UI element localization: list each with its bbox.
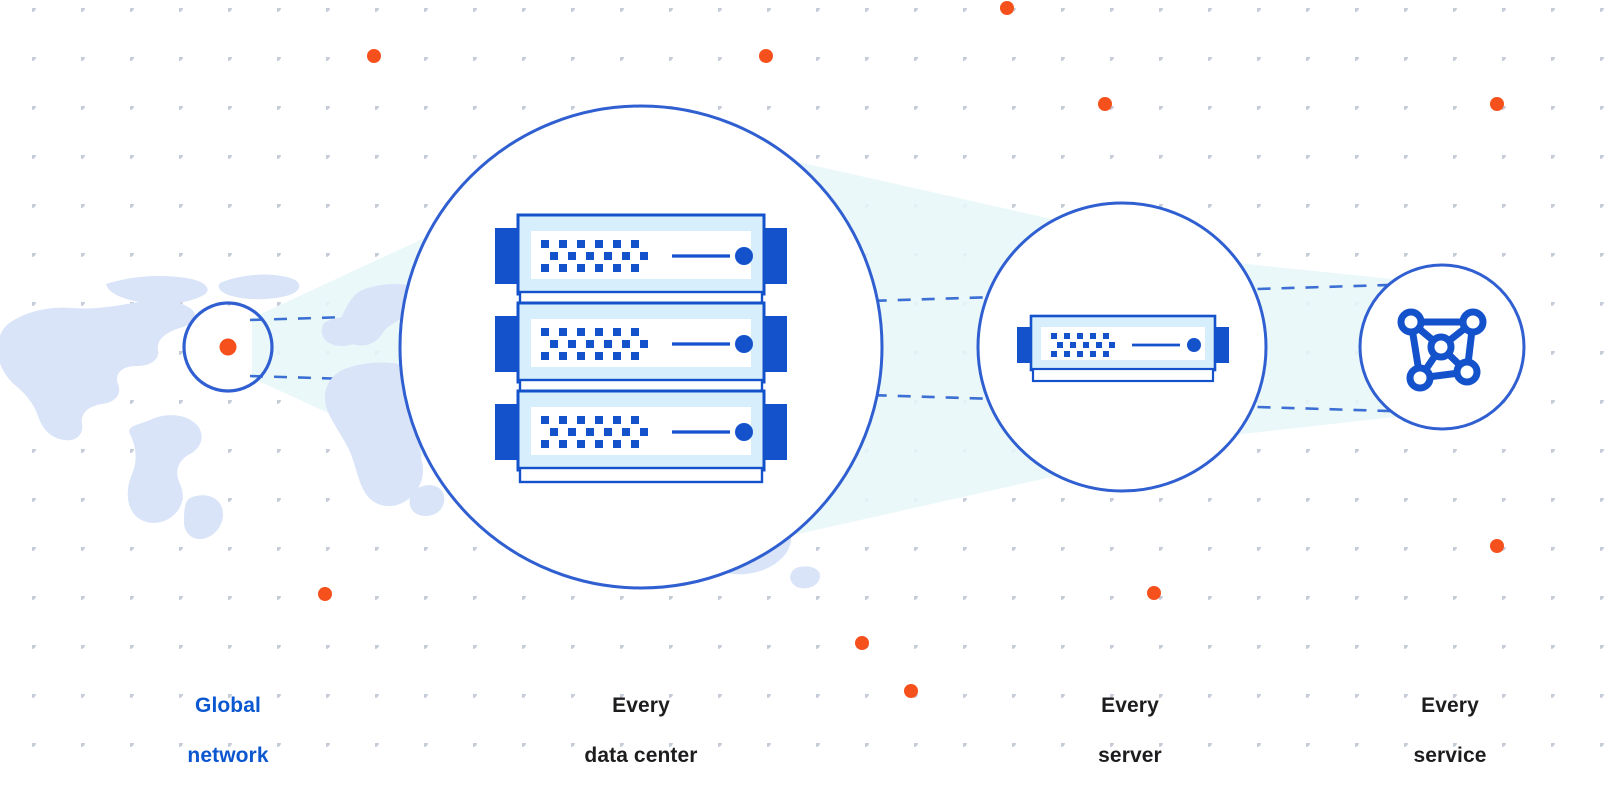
server-unit-icon (1017, 314, 1229, 383)
accent-dot (1000, 1, 1014, 15)
global-highlight-circle (182, 301, 274, 393)
server-rack-icon (495, 213, 787, 484)
server-unit (495, 213, 787, 308)
accent-dot (855, 636, 869, 650)
mesh-node (1406, 364, 1434, 392)
mesh-node-center (1427, 333, 1455, 361)
mesh-node (1397, 308, 1425, 336)
server-unit (495, 389, 787, 484)
accent-dot (1490, 539, 1504, 553)
accent-dot (1098, 97, 1112, 111)
mesh-node (1453, 358, 1481, 386)
map-location-marker (219, 338, 237, 356)
accent-dot (759, 49, 773, 63)
accent-dot (1147, 586, 1161, 600)
accent-dot (1490, 97, 1504, 111)
accent-dot (367, 49, 381, 63)
accent-dot (904, 684, 918, 698)
mesh-node (1459, 308, 1487, 336)
accent-dot (318, 587, 332, 601)
